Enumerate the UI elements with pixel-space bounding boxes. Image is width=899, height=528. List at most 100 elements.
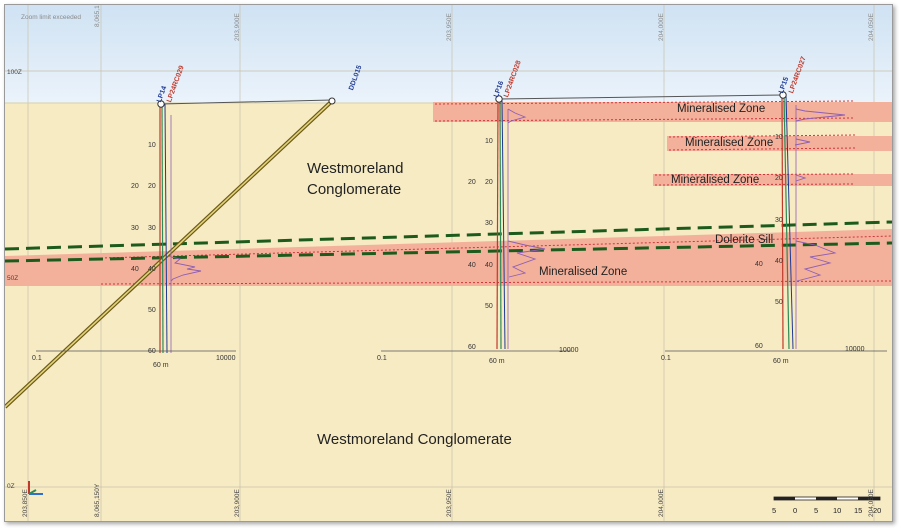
bottom-grid-label: 8,065,150Y [94, 483, 101, 517]
mineralised-zones [5, 100, 892, 286]
zoom-limit-note: Zoom limit exceeded [21, 14, 81, 21]
depth-tick: 60 [148, 348, 156, 355]
zone-boundary [654, 173, 856, 176]
orientation-gizmo [28, 481, 43, 495]
assay-profile [795, 240, 837, 282]
collar-marker[interactable] [157, 100, 165, 108]
top-grid-label: 204,050E [868, 13, 875, 41]
hole-bottom-label: 60 m [773, 358, 789, 365]
sill-upper-contact [5, 220, 892, 251]
sill-lower-contact [5, 241, 892, 263]
drillhole-ddl015-trace[interactable] [5, 97, 336, 409]
depth-tick: 40 [775, 258, 783, 265]
zone-polygon [433, 102, 892, 122]
cross-section-canvas [5, 5, 892, 521]
left-depth-tick: 40 [468, 262, 476, 269]
hole-trace [783, 94, 790, 350]
top-tick-label: 8,065,1 [94, 5, 101, 27]
scale-bar-segment [858, 497, 880, 500]
depth-tick: 20 [148, 183, 156, 190]
collar-marker[interactable] [779, 91, 787, 99]
drillhole-lp15-trace[interactable] [779, 91, 846, 350]
scale-tick: 0 [793, 506, 798, 515]
hole-trace [496, 98, 499, 350]
scale-tick: 15 [854, 506, 863, 515]
assay-profile [170, 256, 202, 282]
scale-tick: 10 [833, 506, 842, 515]
top-grid-label: 203,900E [234, 13, 241, 41]
mineralised-zone-label: Mineralised Zone [539, 266, 628, 278]
assay-axis-max: 10000 [216, 355, 236, 362]
mineralised-zone-label: Mineralised Zone [685, 137, 774, 149]
zone-polygon [653, 174, 892, 186]
collar-marker[interactable] [495, 95, 503, 103]
depth-tick: 40 [148, 266, 156, 273]
assay-profile [507, 108, 527, 124]
depth-tick: 20 [775, 175, 783, 182]
assay-profile [507, 240, 546, 278]
hole-bottom-label: 60 m [153, 362, 169, 369]
assay-axis-min: 0.1 [32, 355, 42, 362]
depth-tick: 50 [148, 307, 156, 314]
assay-profile [795, 174, 807, 182]
depth-tick: 60 [468, 344, 476, 351]
collar-line [160, 99, 333, 105]
scale-tick: 5 [772, 506, 777, 515]
scale-bar-segment [774, 497, 795, 500]
depth-tick: 20 [485, 179, 493, 186]
assay-axis-max: 10000 [845, 346, 865, 353]
left-depth-tick: 40 [755, 261, 763, 268]
top-grid-label: 203,950E [446, 13, 453, 41]
depth-tick: 10 [775, 134, 783, 141]
left-depth-tick: 20 [131, 183, 139, 190]
elevation-label: 100Z [7, 69, 22, 76]
depth-tick: 30 [775, 217, 783, 224]
elevation-label: 0Z [7, 483, 15, 490]
assay-profile [795, 108, 846, 122]
depth-tick: 40 [485, 262, 493, 269]
bottom-grid-label: 203,850E [22, 489, 29, 517]
axis-y [28, 489, 37, 495]
bottom-grid-label: 203,950E [446, 489, 453, 517]
hole-trace [161, 103, 164, 354]
hole-trace [501, 98, 506, 350]
drillhole-lp14-trace[interactable] [157, 100, 202, 354]
hole-trace [164, 103, 168, 354]
zone-polygon [5, 229, 892, 286]
hole-bottom-label: 60 m [489, 358, 505, 365]
unit-label-upper: Westmoreland [307, 160, 404, 177]
collar-marker[interactable] [328, 97, 336, 105]
assay-axis-max: 10000 [559, 347, 579, 354]
mineralised-zone-label: Mineralised Zone [677, 103, 766, 115]
left-depth-tick: 20 [468, 179, 476, 186]
section-view[interactable]: Zoom limit exceeded 8,065,1 203,900E 203… [4, 4, 893, 522]
bottom-grid-label: 204,000E [658, 489, 665, 517]
depth-tick: 10 [485, 138, 493, 145]
depth-tick: 60 [755, 343, 763, 350]
top-grid-label: 204,000E [658, 13, 665, 41]
assay-axis-min: 0.1 [377, 355, 387, 362]
scale-bar-segment [816, 497, 837, 500]
zone-boundary [668, 134, 856, 138]
hole-trace [499, 98, 502, 350]
dolerite-sill-label: Dolerite Sill [715, 234, 774, 246]
collar-line [498, 94, 784, 100]
hole-trace [5, 100, 333, 408]
scale-bar-graphic [773, 496, 881, 501]
scale-tick: 5 [814, 506, 819, 515]
elevation-label: 50Z [7, 275, 19, 282]
zone-boundary [668, 147, 856, 151]
drillhole-lp16-trace[interactable] [495, 95, 546, 350]
unit-label-upper: Conglomerate [307, 181, 402, 198]
bottom-grid-label: 203,900E [234, 489, 241, 517]
left-depth-tick: 40 [131, 266, 139, 273]
assay-profile [794, 138, 811, 146]
left-depth-tick: 30 [131, 225, 139, 232]
depth-tick: 10 [148, 142, 156, 149]
scale-tick: 20 [873, 506, 882, 515]
zone-boundary [654, 183, 856, 186]
air-background [5, 5, 892, 103]
hole-trace [785, 94, 794, 350]
depth-tick: 30 [148, 225, 156, 232]
depth-tick: 30 [485, 220, 493, 227]
